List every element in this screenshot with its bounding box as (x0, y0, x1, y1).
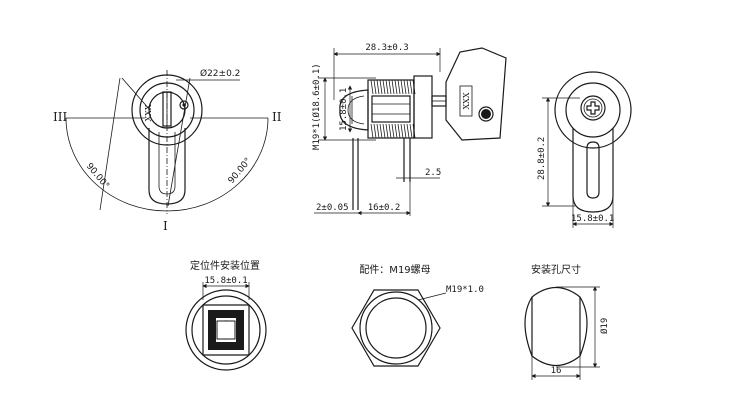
dim-overall-label: 28.3±0.3 (365, 43, 408, 53)
thread-tooth (388, 123, 392, 139)
front-pin-dot (179, 100, 189, 110)
thread-tooth (379, 123, 383, 139)
back-screw-head-inner (583, 98, 603, 118)
cutout-profile (524, 286, 588, 367)
dim-gap-label: 2.5 (425, 168, 441, 178)
side-key-mark: XXX (462, 92, 471, 109)
thread-tooth (406, 123, 410, 139)
thread-tooth (406, 79, 410, 95)
thread-tooth (382, 123, 386, 139)
thread-tooth (382, 79, 386, 95)
nut-hexagon (351, 289, 441, 367)
thread-tooth (385, 79, 389, 95)
side-key-hole (478, 106, 494, 122)
side-thread-lines (370, 79, 416, 139)
thread-tooth (376, 79, 380, 95)
positioning-caption: 定位件安装位置 (190, 259, 260, 272)
thread-tooth (391, 79, 395, 95)
nut-chamfer-circle (359, 291, 433, 365)
thread-tooth (397, 123, 401, 139)
side-view: 28.3±0.3 M19*1(Ø18.6±0.1) 15.8±0.1 XXX (311, 43, 507, 216)
angle-ray-right (167, 77, 191, 207)
dim-cutout-height-label: Ø19 (599, 318, 610, 334)
cutout-view: 安装孔尺寸 Ø19 16 (524, 263, 610, 380)
thread-tooth (403, 123, 407, 139)
dim-thread-dia-label: M19*1(Ø18.6±0.1) (311, 63, 322, 150)
front-pin-dot-inner (182, 103, 186, 107)
nut-bore (365, 297, 427, 359)
position-label-left: III (53, 110, 67, 124)
pos-outer-ring (185, 289, 267, 371)
dim-cam-len-label: 16±0.2 (368, 203, 401, 213)
thread-tooth (373, 79, 377, 95)
positioning-view: 定位件安装位置 15.8±0.1 (185, 259, 267, 371)
side-key-head (445, 47, 507, 141)
thread-tooth (385, 123, 389, 139)
thread-tooth (400, 79, 404, 95)
thread-tooth (388, 79, 392, 95)
dim-back-width-label: 15.8±0.1 (571, 214, 614, 224)
nut-caption: 配件：M19螺母 (359, 264, 430, 276)
side-inner-plug (371, 95, 411, 123)
thread-tooth (409, 79, 413, 95)
thread-tooth (400, 123, 404, 139)
nut-view: 配件：M19螺母 M19*1.0 (351, 264, 484, 367)
thread-tooth (394, 123, 398, 139)
thread-tooth (394, 79, 398, 95)
thread-tooth (397, 79, 401, 95)
pos-flat-profile (202, 304, 250, 356)
side-key-hole-fill (481, 109, 491, 119)
nut-leader (417, 292, 447, 301)
pos-center-bore-fill (216, 320, 236, 340)
thread-tooth (409, 123, 413, 139)
cutout-caption: 安装孔尺寸 (531, 263, 581, 276)
dim-back-height-label: 28.8±0.2 (537, 137, 547, 180)
dim-cutout-width-label: 16 (551, 366, 562, 376)
dim-pos-width-label: 15.8±0.1 (204, 276, 247, 286)
thread-tooth (379, 79, 383, 95)
back-inner-ring (565, 82, 621, 138)
thread-tooth (391, 123, 395, 139)
back-screw-head (580, 95, 606, 121)
angle-ray-left (99, 77, 121, 211)
side-shoulder (413, 75, 433, 139)
side-dome-inner (347, 95, 365, 125)
pos-key-block (208, 310, 244, 350)
front-diameter-label: Ø22±0.2 (200, 68, 240, 79)
back-cam-plate (572, 128, 614, 213)
thread-tooth (403, 79, 407, 95)
back-cam-slot (586, 141, 600, 199)
position-label-right: II (272, 110, 282, 124)
side-key-mark-box (459, 85, 473, 117)
front-view: XXX Ø22±0.2 III II I 90.00° 90.00° (53, 68, 282, 233)
phillips-screw-icon (586, 101, 600, 115)
nut-thread-label: M19*1.0 (446, 285, 484, 295)
front-face-mark: XXX (144, 104, 153, 121)
position-label-bottom: I (163, 219, 168, 233)
thread-tooth (373, 123, 377, 139)
back-view: 28.8±0.2 15.8±0.1 (537, 71, 632, 228)
back-outer-ring (554, 71, 632, 149)
rotation-arc (65, 117, 269, 212)
dim-thread-len-label: 15.8±0.1 (339, 88, 349, 131)
thread-tooth (370, 79, 374, 95)
pos-inner-ring (191, 295, 261, 365)
side-dome-head (339, 89, 369, 131)
thread-tooth (376, 123, 380, 139)
dim-cam-thick-label: 2±0.05 (316, 203, 349, 213)
thread-tooth (370, 123, 374, 139)
